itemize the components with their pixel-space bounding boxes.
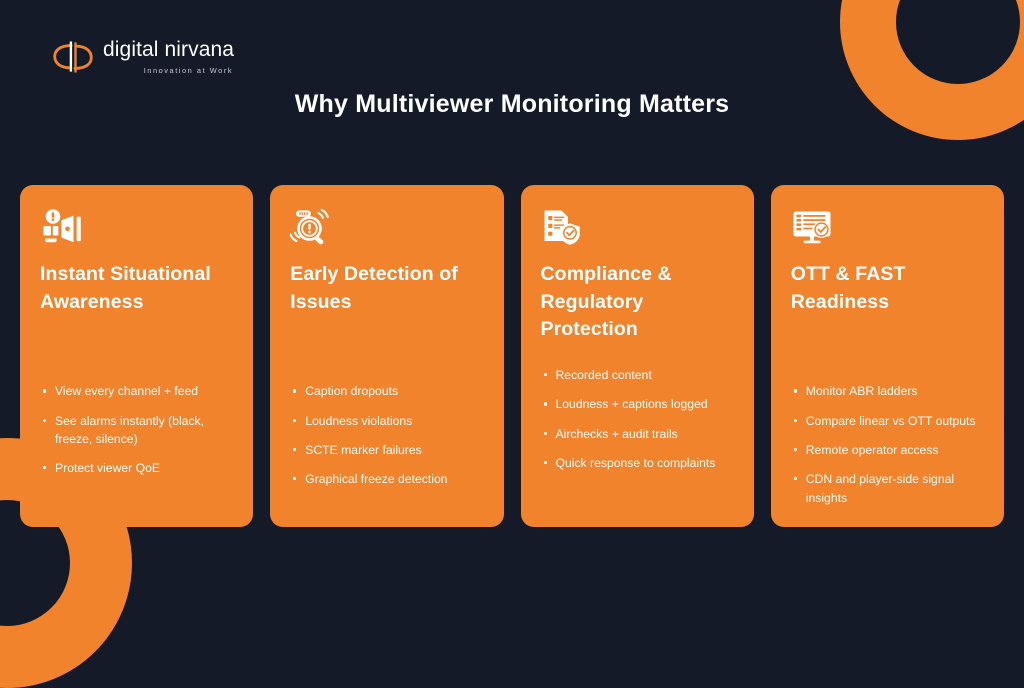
- list-item: Compare linear vs OTT outputs: [791, 412, 984, 430]
- list-item: View every channel + feed: [40, 382, 233, 400]
- list-item: Airchecks + audit trails: [541, 425, 734, 443]
- document-shield-check-icon: [541, 207, 734, 251]
- list-item: See alarms instantly (black, freeze, sil…: [40, 412, 233, 449]
- list-item: Protect viewer QoE: [40, 459, 233, 477]
- benefit-cards-row: Instant Situational Awareness View every…: [20, 185, 1004, 527]
- brand-tagline: Innovation at Work: [143, 65, 234, 75]
- card-title: OTT & FAST Readiness: [790, 263, 906, 313]
- brand-logo: digital nirvana Innovation at Work: [52, 38, 234, 76]
- list-item: Graphical freeze detection: [290, 470, 483, 488]
- dn-monogram-logo-icon: [52, 38, 94, 76]
- list-item: Loudness violations: [290, 412, 483, 430]
- card-title: Early Detection of Issues: [290, 263, 458, 313]
- list-item: Quick response to complaints: [541, 454, 734, 472]
- multiviewer-alert-icon: [40, 207, 233, 251]
- card-bullet-list: View every channel + feed See alarms ins…: [40, 374, 233, 477]
- monitor-checklist-check-icon: [791, 207, 984, 251]
- list-item: SCTE marker failures: [290, 441, 483, 459]
- brand-wordmark: digital nirvana Innovation at Work: [103, 38, 235, 75]
- card-bullet-list: Caption dropouts Loudness violations SCT…: [290, 374, 483, 488]
- card-title: Compliance & Regulatory Protection: [540, 263, 672, 341]
- benefit-card-ott-fast-readiness: OTT & FAST Readiness Monitor ABR ladders…: [770, 185, 1004, 527]
- card-bullet-list: Monitor ABR ladders Compare linear vs OT…: [791, 374, 984, 506]
- benefit-card-compliance-regulatory-protection: Compliance & Regulatory Protection Recor…: [520, 185, 754, 527]
- brand-name: digital nirvana: [103, 38, 235, 62]
- card-title: Instant Situational Awareness: [40, 263, 211, 313]
- benefit-card-early-detection-of-issues: Early Detection of Issues Caption dropou…: [270, 185, 504, 527]
- card-bullet-list: Recorded content Loudness + captions log…: [541, 358, 734, 472]
- magnifier-alert-signal-icon: [290, 207, 483, 251]
- list-item: Recorded content: [541, 366, 734, 384]
- page-title: Why Multiviewer Monitoring Matters: [294, 90, 730, 118]
- list-item: Remote operator access: [791, 441, 984, 459]
- benefit-card-instant-situational-awareness: Instant Situational Awareness View every…: [20, 185, 254, 527]
- list-item: Monitor ABR ladders: [791, 382, 984, 400]
- list-item: CDN and player-side signal insights: [791, 470, 984, 507]
- top-right-ring-decoration: [840, 0, 1024, 140]
- list-item: Loudness + captions logged: [541, 395, 734, 413]
- list-item: Caption dropouts: [290, 382, 483, 400]
